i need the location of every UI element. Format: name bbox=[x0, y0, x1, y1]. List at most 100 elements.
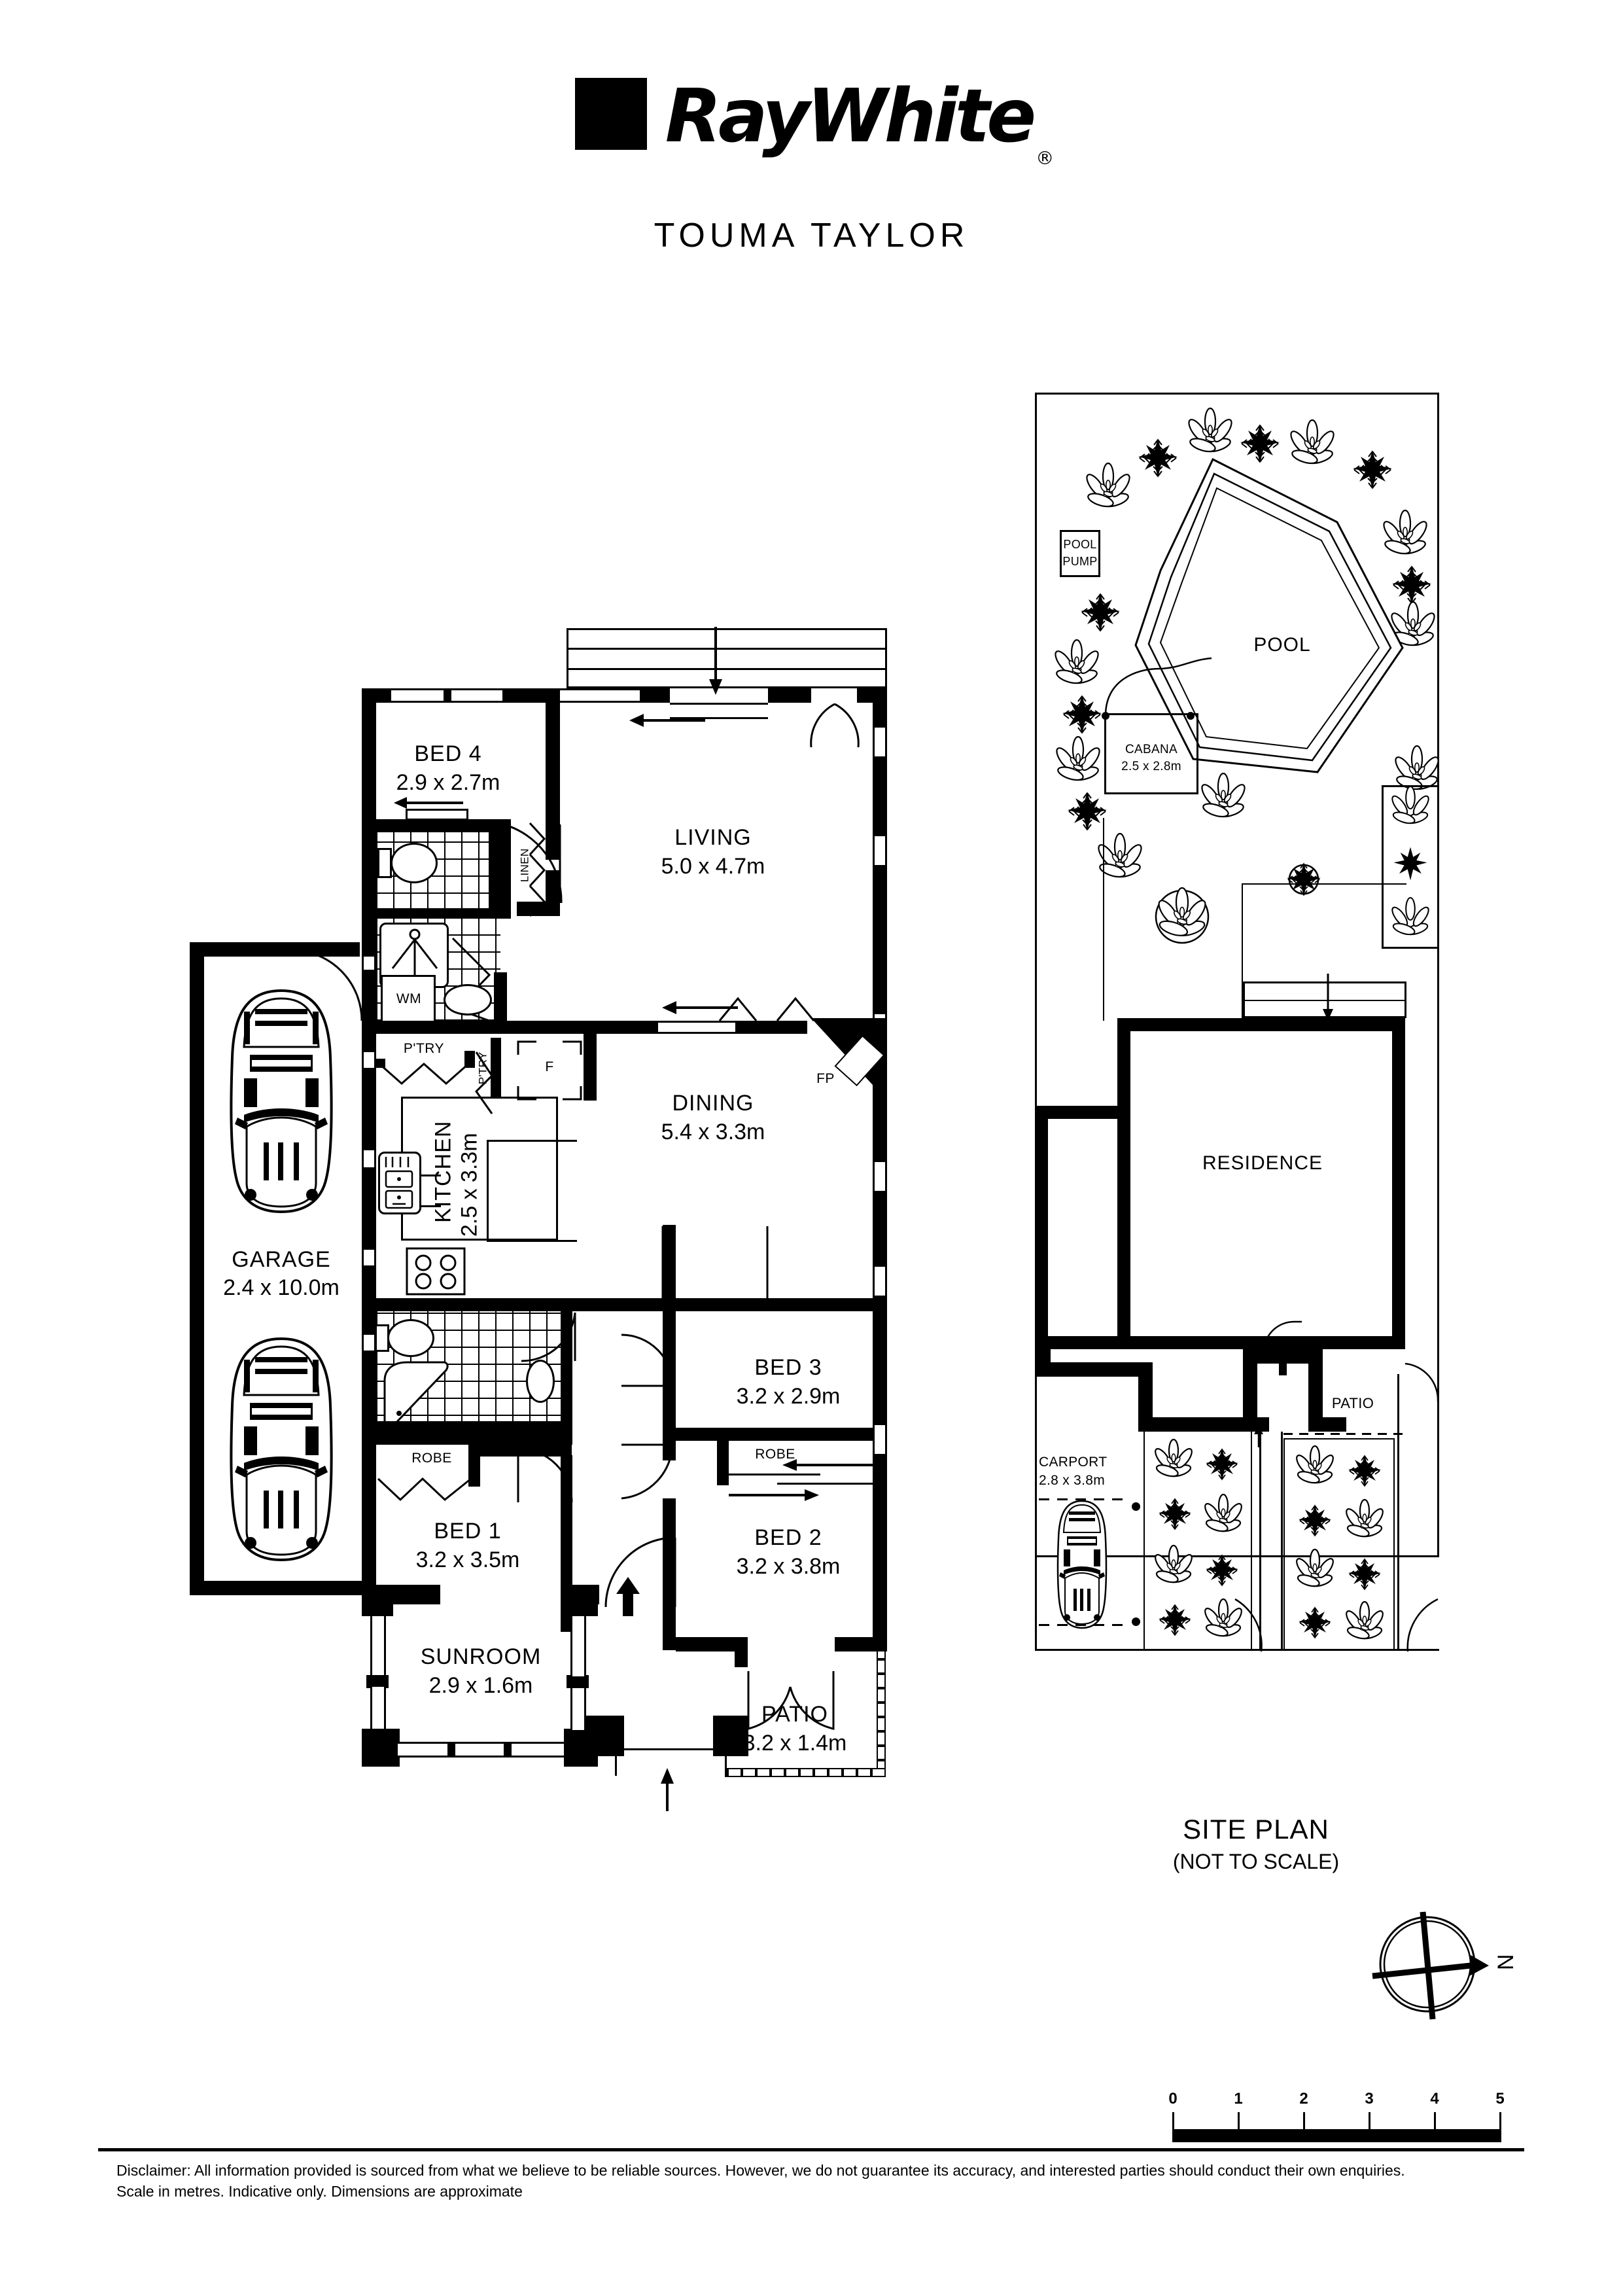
site-gate-swing-icon-2 bbox=[1406, 1598, 1439, 1652]
sink-tap-icon bbox=[385, 1157, 413, 1209]
washing-machine-label: WM bbox=[396, 991, 422, 1006]
robe1-wall-right bbox=[468, 1434, 480, 1487]
cabana-label: CABANA bbox=[1125, 743, 1178, 756]
room-dim-bed4: 2.9 x 2.7m bbox=[396, 770, 500, 795]
scale-tick-label: 5 bbox=[1495, 2090, 1505, 2108]
garden-bed-right-plants bbox=[1293, 1445, 1387, 1642]
room-label-bed2: BED 2 bbox=[754, 1525, 822, 1550]
disclaimer-line-1: Disclaimer: All information provided is … bbox=[116, 2162, 1405, 2179]
awning-divider-2 bbox=[567, 668, 887, 670]
residence-bottom-wall bbox=[1035, 1336, 1405, 1349]
site-boundary bbox=[1035, 393, 1439, 1557]
room-label-bed4: BED 4 bbox=[414, 741, 482, 766]
garden-shrub-icon bbox=[1287, 862, 1321, 896]
sunroom-window-right bbox=[570, 1687, 586, 1730]
window-left-1 bbox=[362, 957, 376, 970]
sliding-door-track bbox=[670, 703, 768, 705]
robe1-bifold-icon bbox=[377, 1477, 472, 1502]
window-bed4-b bbox=[451, 688, 504, 703]
site-lower-wall-c bbox=[1138, 1362, 1153, 1430]
site-plan-title: SITE PLAN bbox=[1183, 1814, 1329, 1845]
robe2-arrow-icon-2 bbox=[729, 1489, 819, 1501]
car-icon-carport bbox=[1056, 1500, 1108, 1629]
pantry-bifold-icon-2 bbox=[475, 1051, 493, 1114]
carport-dash-bottom bbox=[1039, 1624, 1130, 1626]
sunroom-window-left-2 bbox=[370, 1687, 386, 1730]
entry-wall-left bbox=[586, 1585, 599, 1604]
bed3-bed2-wall bbox=[663, 1428, 873, 1441]
scale-tick bbox=[1303, 2112, 1305, 2129]
scale-tick-label: 2 bbox=[1299, 2090, 1308, 2108]
site-deck-line bbox=[1243, 1000, 1406, 1001]
bath-window-icon bbox=[406, 809, 468, 821]
robe2-door-line-a bbox=[729, 1474, 820, 1475]
patio-site-arrow-icon bbox=[1254, 1425, 1263, 1447]
house-wall-left-mid2 bbox=[362, 1067, 376, 1152]
carport-dot-top bbox=[1132, 1502, 1140, 1511]
room-label-garage: GARAGE bbox=[232, 1247, 331, 1272]
garage-wall-bottom bbox=[190, 1581, 366, 1595]
house-wall-right-e bbox=[873, 1191, 887, 1268]
right-strip-plant-icons bbox=[1391, 785, 1429, 936]
window-right-1 bbox=[873, 728, 887, 758]
window-left-4 bbox=[362, 1250, 376, 1265]
room-label-patio: PATIO bbox=[761, 1702, 828, 1727]
garage-wall-top bbox=[190, 942, 360, 957]
house-wall-top-c bbox=[502, 688, 559, 703]
car-icon bbox=[230, 989, 333, 1214]
room-dim-bed2: 3.2 x 3.8m bbox=[736, 1554, 841, 1579]
robe1-wall-top bbox=[376, 1433, 572, 1445]
robe2-arrow-icon bbox=[782, 1459, 873, 1471]
sunroom-mullion-2 bbox=[504, 1742, 513, 1757]
room-label-dining: DINING bbox=[672, 1091, 754, 1116]
site-plan-subtitle: (NOT TO SCALE) bbox=[1172, 1850, 1340, 1873]
bed3-door-swing-icon bbox=[621, 1333, 674, 1387]
black-square-icon bbox=[574, 78, 647, 150]
cabana-outline bbox=[1104, 713, 1198, 794]
room-label-bed1: BED 1 bbox=[434, 1519, 502, 1544]
linen-door-icon bbox=[529, 822, 546, 917]
house-wall-left-mid bbox=[362, 968, 376, 1053]
room-dim-bed1: 3.2 x 3.5m bbox=[415, 1547, 520, 1572]
window-left-2 bbox=[362, 1052, 376, 1068]
kitchen-wall-bottom bbox=[376, 1298, 572, 1311]
laundry-wall-right bbox=[494, 972, 507, 1034]
house-wall-right-a bbox=[873, 688, 887, 729]
residence-notch-v bbox=[1035, 1106, 1048, 1349]
site-gate-swing-icon bbox=[1234, 1598, 1263, 1652]
entry-threshold-l bbox=[615, 1748, 617, 1776]
car-icon bbox=[230, 1337, 333, 1562]
cooktop-icon bbox=[406, 1247, 466, 1296]
fireplace-label: FP bbox=[816, 1071, 835, 1086]
carport-dash-top bbox=[1039, 1498, 1130, 1500]
scale-tick bbox=[1172, 2112, 1174, 2129]
site-entry-arrow-icon bbox=[1274, 1341, 1291, 1375]
house-wall-left-mid3 bbox=[362, 1166, 376, 1251]
site-entry-wall-l bbox=[1243, 1349, 1257, 1432]
robe-label-1: ROBE bbox=[411, 1451, 452, 1466]
site-deck-arrow-icon bbox=[1323, 974, 1333, 1021]
window-dining-top bbox=[658, 1021, 737, 1034]
living-bifold-icon bbox=[718, 997, 758, 1021]
laundry-tub-icon bbox=[444, 984, 492, 1016]
site-entry-wall-b bbox=[1308, 1417, 1346, 1432]
site-label-pool: POOL bbox=[1253, 634, 1311, 656]
pool-pump-label-1: POOL bbox=[1063, 538, 1097, 551]
robe2-door-line-b bbox=[777, 1483, 873, 1485]
site-gate-swing-icon-3 bbox=[1405, 1362, 1439, 1402]
house-wall-right-b bbox=[873, 756, 887, 838]
hall-door-swing-icon bbox=[503, 823, 563, 904]
patio-double-door-icon bbox=[747, 1671, 835, 1730]
bathroom-tile-floor bbox=[376, 832, 500, 911]
site-label-residence: RESIDENCE bbox=[1202, 1152, 1323, 1174]
site-upper-court-line-h bbox=[1242, 883, 1406, 885]
room-dim-sunroom: 2.9 x 1.6m bbox=[428, 1673, 533, 1698]
patio-wall-top-r bbox=[835, 1637, 887, 1651]
site-left-lower bbox=[1035, 1374, 1037, 1650]
window-left-3 bbox=[362, 1150, 376, 1167]
bed3-wall-left-top bbox=[663, 1225, 676, 1301]
brand-header: RayWhite® bbox=[0, 77, 1623, 168]
entry-threshold-r bbox=[725, 1748, 727, 1776]
cabana-dim: 2.5 x 2.8m bbox=[1121, 760, 1181, 773]
dining-double-door-icon bbox=[661, 1226, 769, 1307]
